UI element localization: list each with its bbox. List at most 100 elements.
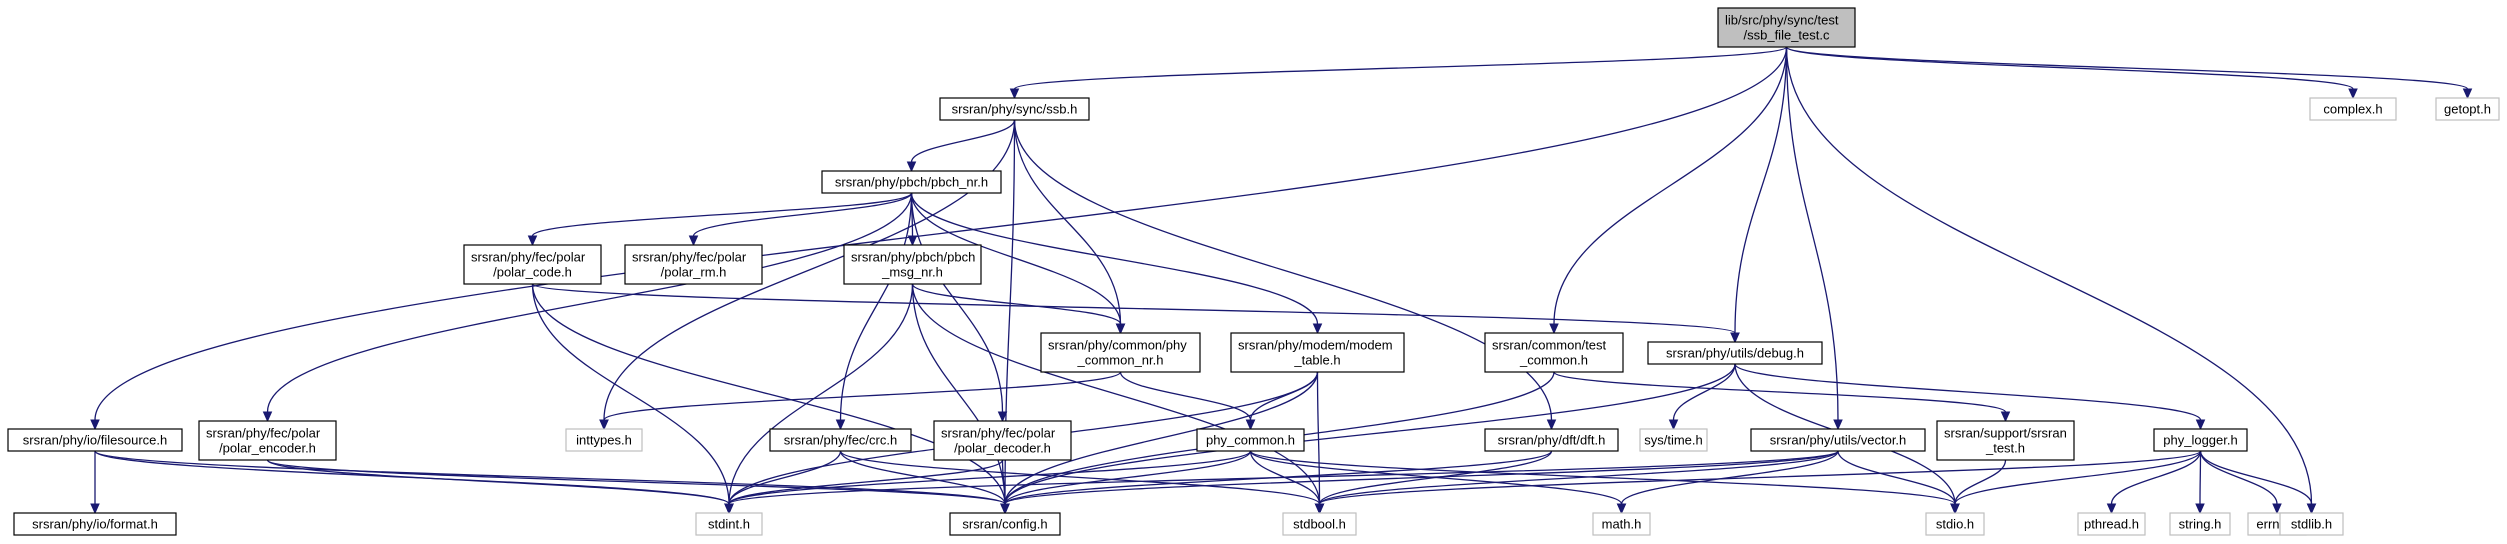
node-phy_logger[interactable]: phy_logger.h <box>2153 428 2248 452</box>
node-polar_code[interactable]: srsran/phy/fec/polar/polar_code.h <box>463 244 602 285</box>
node-format[interactable]: srsran/phy/io/format.h <box>13 512 177 536</box>
edge-line <box>728 283 914 505</box>
edge-line <box>1620 450 1839 505</box>
edge-line <box>1249 371 1319 421</box>
node-label: _test.h <box>1985 441 2025 456</box>
node-label: srsran/phy/pbch/pbch <box>851 250 975 265</box>
node-box <box>939 97 1090 121</box>
edge-pbch_nr-to-polar_decoder <box>910 192 1008 423</box>
node-label: srsran/phy/utils/debug.h <box>1666 346 1804 361</box>
node-label: pthread.h <box>2084 517 2139 532</box>
edge-line <box>531 283 1006 505</box>
node-label: /polar_decoder.h <box>954 441 1051 456</box>
node-root[interactable]: lib/src/phy/sync/test/ssb_file_test.c <box>1717 7 1856 48</box>
edge-arrowhead <box>724 503 734 515</box>
edge-line <box>1785 46 1839 421</box>
edge-line <box>1001 459 1006 505</box>
node-crc[interactable]: srsran/phy/fec/crc.h <box>769 428 912 452</box>
node-box <box>2077 512 2146 536</box>
edge-arrowhead <box>2306 503 2317 515</box>
node-vector[interactable]: srsran/phy/utils/vector.h <box>1750 428 1926 452</box>
edge-arrowhead <box>90 419 100 431</box>
edge-arrowhead <box>1730 332 1740 344</box>
edge-arrowhead <box>1009 88 1020 100</box>
node-layer: lib/src/phy/sync/test/ssb_file_test.csrs… <box>7 7 2500 536</box>
node-label: srsran/phy/utils/vector.h <box>1770 433 1907 448</box>
edge-arrowhead <box>90 503 100 515</box>
node-pbch_msg_nr[interactable]: srsran/phy/pbch/pbch_msg_nr.h <box>843 244 982 285</box>
node-label: srsran/config.h <box>962 517 1047 532</box>
node-label: /polar_code.h <box>493 265 572 280</box>
node-box <box>1750 428 1926 452</box>
node-box <box>624 244 763 285</box>
node-dft[interactable]: srsran/phy/dft/dft.h <box>1484 428 1619 452</box>
node-label: srsran/phy/fec/crc.h <box>784 433 897 448</box>
edge-phy_logger-to-string <box>2195 450 2205 515</box>
edge-line <box>266 192 913 413</box>
edge-root-to-debug <box>1730 46 1788 344</box>
node-debug[interactable]: srsran/phy/utils/debug.h <box>1647 341 1823 365</box>
node-box <box>565 428 643 452</box>
node-phy_common[interactable]: phy_common.h <box>1196 428 1305 452</box>
node-label: _common_nr.h <box>1077 353 1164 368</box>
node-stdbool: stdbool.h <box>1282 512 1357 536</box>
node-phy_common_nr[interactable]: srsran/phy/common/phy_common_nr.h <box>1040 332 1201 373</box>
node-label: _common.h <box>1519 353 1588 368</box>
edge-line <box>1954 459 2007 505</box>
node-pthread: pthread.h <box>2077 512 2146 536</box>
node-box <box>2309 97 2397 121</box>
node-modem_table[interactable]: srsran/phy/modem/modem_table.h <box>1230 332 1405 373</box>
edge-phy_logger-to-pthread <box>2106 450 2202 515</box>
edge-line <box>1553 371 2007 413</box>
node-box <box>2435 97 2500 121</box>
edge-line <box>94 450 1006 505</box>
edge-line <box>1013 46 1788 90</box>
edge-line <box>1004 363 1736 505</box>
edge-line <box>1785 46 2354 90</box>
node-label: phy_logger.h <box>2163 433 2237 448</box>
edge-line <box>1119 371 1252 421</box>
node-pbch_nr[interactable]: srsran/phy/pbch/pbch_nr.h <box>821 170 1002 194</box>
node-label: srsran/phy/sync/ssb.h <box>952 102 1078 117</box>
edge-test_common-to-srsran_test <box>1553 371 2011 423</box>
edge-arrowhead <box>2000 411 2011 423</box>
node-label: srsran/phy/io/filesource.h <box>23 433 168 448</box>
edge-line <box>1249 450 1956 505</box>
node-ssb[interactable]: srsran/phy/sync/ssb.h <box>939 97 1090 121</box>
node-srsran_test[interactable]: srsran/support/srsran_test.h <box>1936 420 2075 461</box>
edge-arrowhead <box>527 235 538 247</box>
node-box <box>1230 332 1405 373</box>
node-test_common[interactable]: srsran/common/test_common.h <box>1484 332 1624 373</box>
edge-debug-to-systime <box>1668 363 1736 431</box>
node-polar_rm[interactable]: srsran/phy/fec/polar/polar_rm.h <box>624 244 763 285</box>
edge-line <box>911 283 1006 505</box>
edge-arrowhead <box>997 411 1008 423</box>
edge-modem_table-to-phy_common <box>1245 371 1319 431</box>
node-label: /polar_encoder.h <box>219 441 316 456</box>
node-label: lib/src/phy/sync/test <box>1725 13 1839 28</box>
edge-srsran_test-to-stdio <box>1950 459 2007 515</box>
node-label: srsran/phy/dft/dft.h <box>1498 433 1606 448</box>
node-polar_encoder[interactable]: srsran/phy/fec/polar/polar_encoder.h <box>198 420 337 461</box>
edge-arrowhead <box>1546 419 1557 431</box>
node-polar_decoder[interactable]: srsran/phy/fec/polar/polar_decoder.h <box>933 420 1072 461</box>
node-label: _msg_nr.h <box>881 265 943 280</box>
edge-line <box>728 459 1004 505</box>
edge-line <box>1954 450 2202 505</box>
node-box <box>1647 341 1823 365</box>
edge-line <box>1734 363 2202 421</box>
edge-line <box>1318 450 1839 505</box>
edge-pbch_nr-to-polar_encoder <box>262 192 913 423</box>
edge-line <box>839 450 1321 505</box>
edge-line <box>910 192 1004 413</box>
edge-root-to-getopt <box>1785 46 2473 100</box>
node-label: complex.h <box>2323 102 2382 117</box>
node-config[interactable]: srsran/config.h <box>949 512 1061 536</box>
node-label: sys/time.h <box>1644 433 1703 448</box>
node-box <box>2153 428 2248 452</box>
edge-line <box>2199 450 2202 505</box>
edge-line <box>911 283 1122 325</box>
edge-line <box>728 450 842 505</box>
node-filesource[interactable]: srsran/phy/io/filesource.h <box>7 428 183 452</box>
